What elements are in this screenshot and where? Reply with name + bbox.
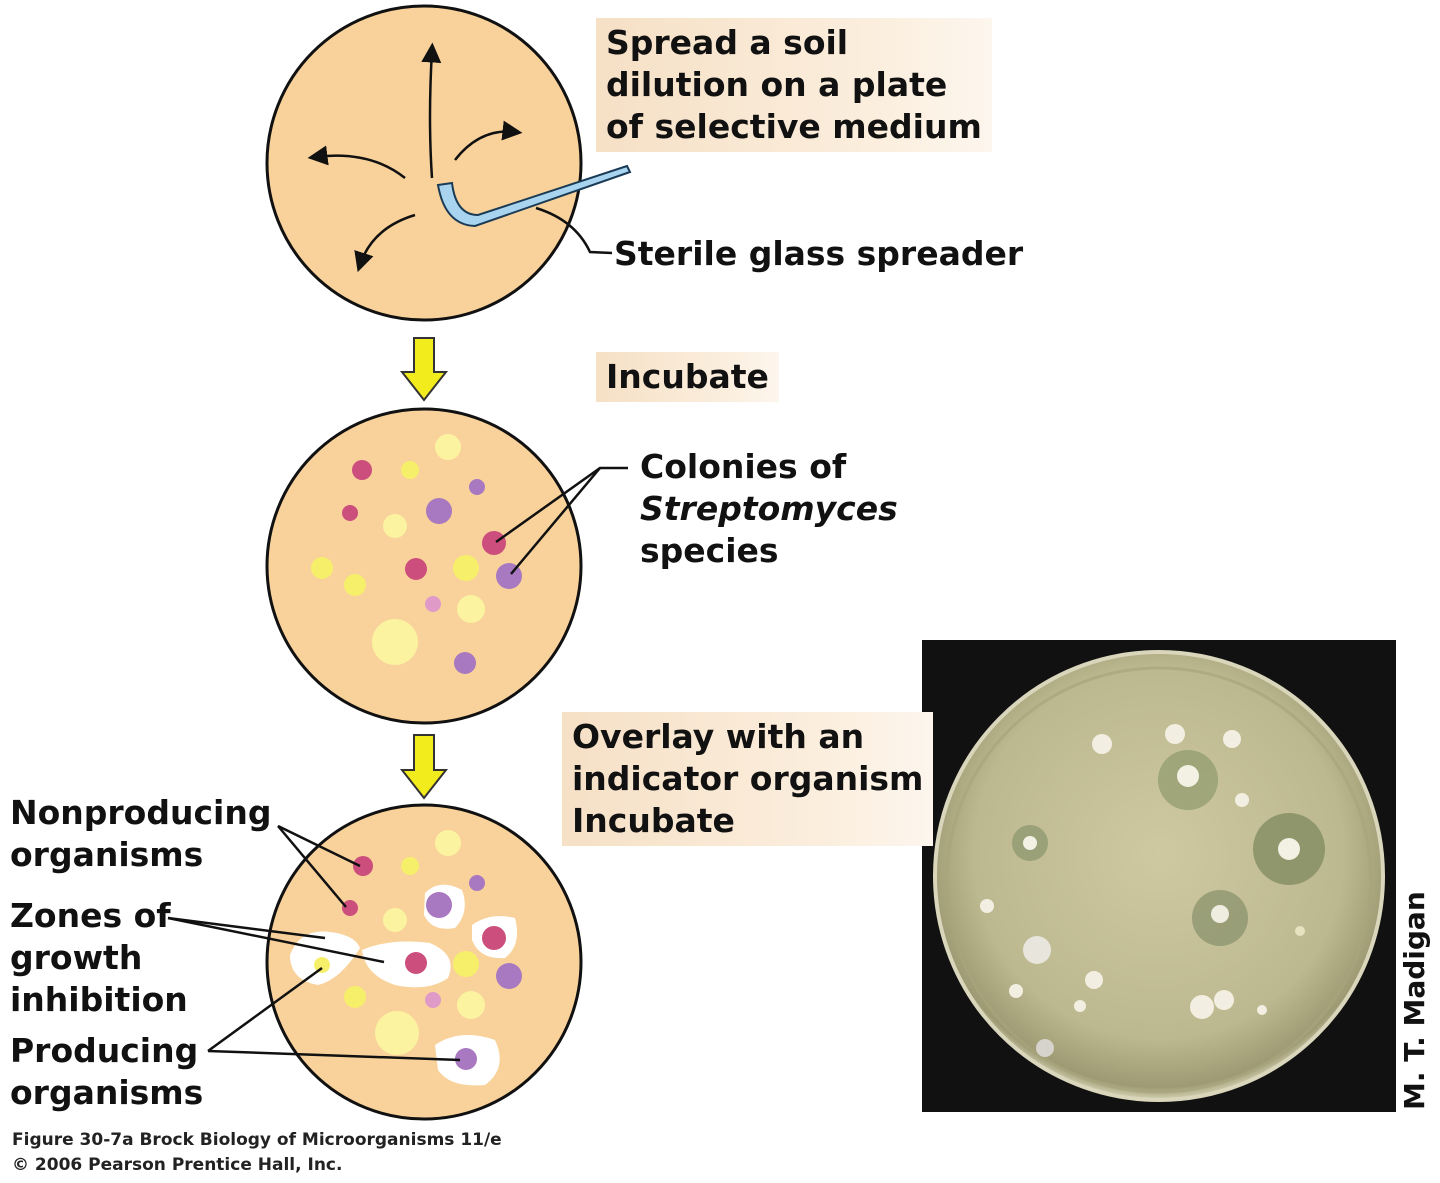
step-overlay-label: Overlay with an indicator organism Incub…: [562, 712, 934, 846]
photo-credit: M. T. Madigan: [1398, 891, 1431, 1110]
step-spread-label: Spread a soil dilution on a plate of sel…: [596, 18, 992, 152]
spread-arrow-up: [421, 42, 442, 179]
nonproducing-colony: [353, 856, 373, 876]
nonproducing-colony: [342, 900, 358, 916]
spreader-leader-line: [535, 206, 613, 255]
petri-dish-photo: [922, 640, 1396, 1112]
plate-incubated: [265, 407, 628, 725]
spread-arrow-right: [454, 120, 523, 161]
plate-spread: [265, 4, 632, 322]
flow-arrow-2: [399, 734, 449, 800]
colonies-label: Colonies of Streptomyces species: [640, 447, 898, 570]
producing-label: Producing organisms: [10, 1031, 204, 1112]
spread-arrow-left: [307, 145, 406, 179]
plate-overlay: [167, 803, 583, 1121]
figure-caption-line1: Figure 30-7a Brock Biology of Microorgan…: [12, 1130, 502, 1150]
flow-arrow-1: [399, 337, 449, 402]
spreader-label: Sterile glass spreader: [614, 234, 1024, 273]
zones-label: Zones of growth inhibition: [10, 896, 188, 1019]
step-incubate-label: Incubate: [596, 352, 779, 402]
glass-spreader: [436, 164, 632, 228]
figure-caption-line2: © 2006 Pearson Prentice Hall, Inc.: [12, 1155, 343, 1175]
nonproducing-label: Nonproducing organisms: [10, 793, 272, 874]
streptomyces-colony-pink: [482, 531, 506, 555]
producing-colony: [455, 1048, 477, 1070]
spread-arrow-down: [354, 213, 416, 273]
